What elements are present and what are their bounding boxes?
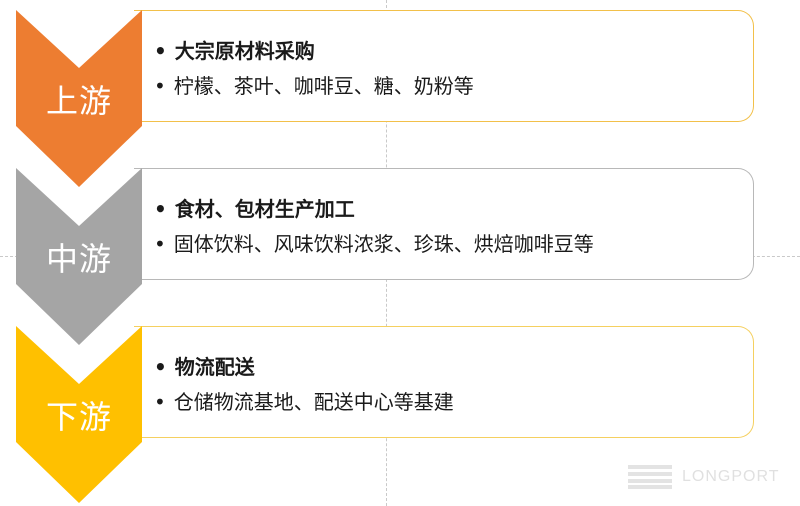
stage-downstream-label: 下游	[45, 398, 112, 436]
stage-downstream-detail-text: 仓储物流基地、配送中心等基建	[173, 390, 454, 414]
stage-upstream-title: • 大宗原材料采购	[154, 35, 315, 64]
stage-downstream-title: • 物流配送	[154, 351, 255, 380]
watermark-text: LONGPORT	[682, 468, 780, 485]
stage-midstream-chevron: 中游	[16, 168, 142, 345]
stage-midstream-title: • 食材、包材生产加工	[154, 193, 355, 222]
stage-upstream-detail: • 柠檬、茶叶、咖啡豆、糖、奶粉等	[154, 70, 474, 99]
stage-midstream-card: •食材、包材生产加工 •固体饮料、风味饮料浓浆、珍珠、烘焙咖啡豆等	[134, 168, 754, 280]
stage-midstream-label: 中游	[45, 240, 112, 278]
stage-upstream-label: 上游	[45, 82, 112, 120]
stage-midstream-title-text: 食材、包材生产加工	[174, 197, 355, 221]
stage-upstream-card: •大宗原材料采购 •柠檬、茶叶、咖啡豆、糖、奶粉等	[134, 10, 754, 122]
watermark: LONGPORT	[628, 465, 780, 489]
stage-downstream-detail: • 仓储物流基地、配送中心等基建	[154, 386, 454, 415]
bullet-icon: •	[154, 232, 166, 256]
stage-midstream-detail: • 固体饮料、风味饮料浓浆、珍珠、烘焙咖啡豆等	[154, 228, 594, 257]
stage-downstream-card: •物流配送 •仓储物流基地、配送中心等基建	[134, 326, 754, 438]
stage-midstream: •食材、包材生产加工 •固体饮料、风味饮料浓浆、珍珠、烘焙咖啡豆等 中游	[0, 168, 800, 345]
bullet-icon: •	[154, 390, 166, 414]
bullet-icon: •	[154, 197, 167, 221]
stage-upstream: •大宗原材料采购 •柠檬、茶叶、咖啡豆、糖、奶粉等 上游	[0, 10, 800, 187]
longport-logo-icon	[628, 465, 672, 489]
stage-upstream-title-text: 大宗原材料采购	[174, 39, 315, 63]
stage-downstream-chevron: 下游	[16, 326, 142, 503]
stage-upstream-detail-text: 柠檬、茶叶、咖啡豆、糖、奶粉等	[173, 74, 474, 98]
stage-upstream-chevron: 上游	[16, 10, 142, 187]
bullet-icon: •	[154, 39, 167, 63]
stage-midstream-detail-text: 固体饮料、风味饮料浓浆、珍珠、烘焙咖啡豆等	[173, 232, 594, 256]
stage-downstream: •物流配送 •仓储物流基地、配送中心等基建 下游	[0, 326, 800, 503]
stage-downstream-title-text: 物流配送	[174, 355, 255, 379]
bullet-icon: •	[154, 355, 167, 379]
bullet-icon: •	[154, 74, 166, 98]
